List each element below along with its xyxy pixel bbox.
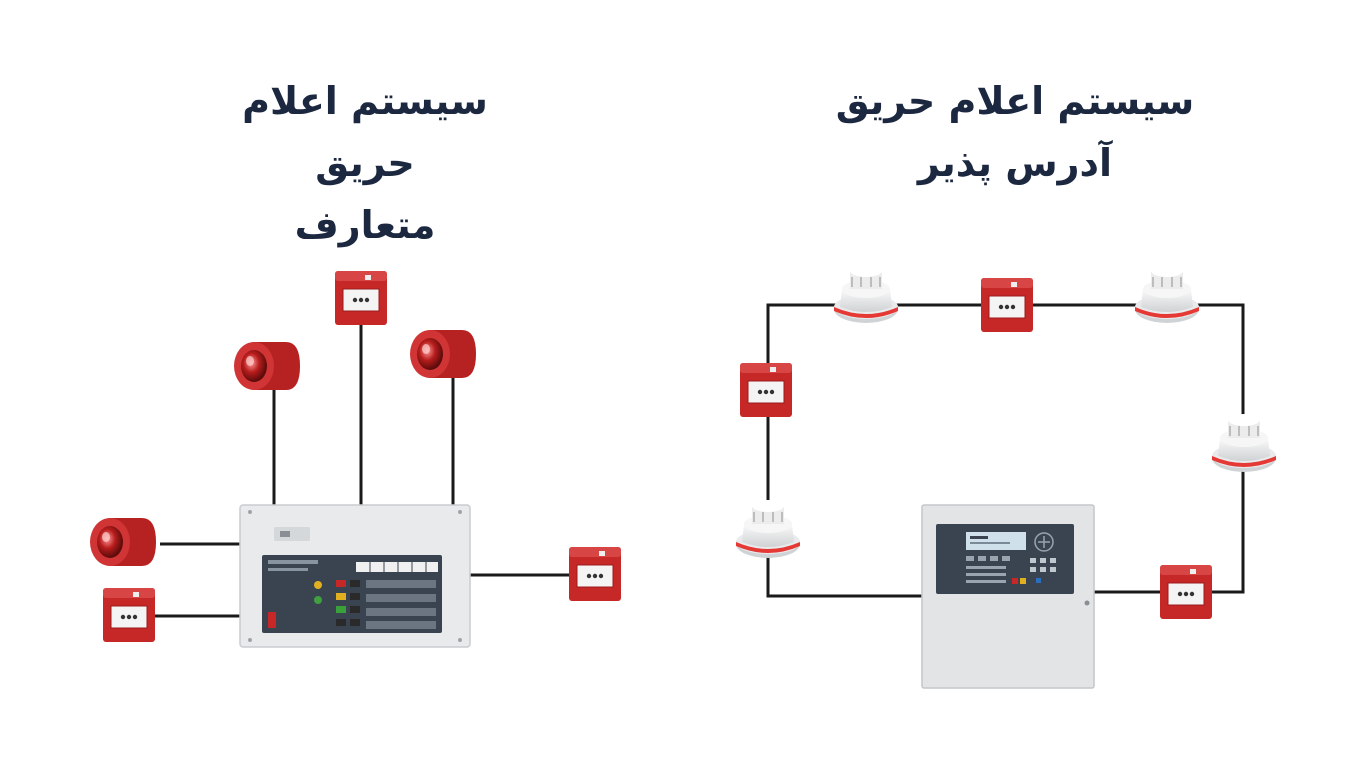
addressable-title-line2: آدرس پذیر <box>917 141 1113 185</box>
smoke-detector-icon <box>735 499 801 559</box>
smoke-detector-icon <box>1134 264 1200 324</box>
manual-call-point-icon <box>102 587 156 643</box>
sounder-icon <box>410 330 476 378</box>
addressable-control-panel-icon <box>921 504 1095 689</box>
smoke-detector-icon <box>833 264 899 324</box>
manual-call-point-icon <box>1159 564 1213 620</box>
sounder-icon <box>234 342 300 390</box>
conventional-title-line2: متعارف <box>294 203 436 247</box>
addressable-title-line1: سیستم اعلام حریق <box>835 79 1195 123</box>
manual-call-point-icon <box>334 270 388 326</box>
addressable-system-title: سیستم اعلام حریق آدرس پذیر <box>835 70 1195 194</box>
manual-call-point-icon <box>568 546 622 602</box>
conventional-system-title: سیستم اعلام حریق متعارف <box>190 70 540 256</box>
conventional-control-panel-icon <box>239 504 471 648</box>
smoke-detector-icon <box>1211 413 1277 473</box>
sounder-icon <box>90 518 156 566</box>
manual-call-point-icon <box>980 277 1034 333</box>
manual-call-point-icon <box>739 362 793 418</box>
conventional-title-line1: سیستم اعلام حریق <box>242 79 488 185</box>
conventional-wiring <box>155 322 570 618</box>
